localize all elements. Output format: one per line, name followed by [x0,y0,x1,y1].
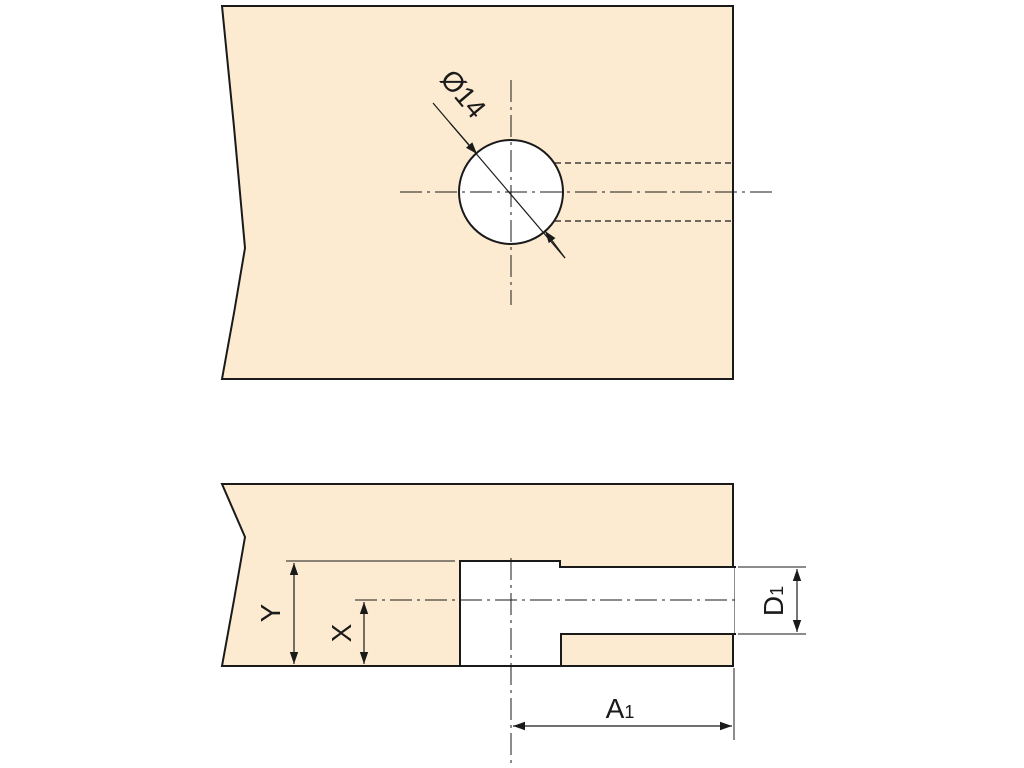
y-label: Y [255,603,286,622]
a1-label-subscript: 1 [624,702,634,722]
top-view: Ø14 [220,5,775,380]
d1-label-subscript: 1 [767,586,787,596]
side-view: Y X D1 A1 [220,483,806,765]
diameter-arrow-upper [449,122,478,155]
d1-label: D1 [758,586,789,616]
a1-label: A1 [606,693,635,724]
bore-recess [459,560,736,667]
diameter-arrow-lower [544,230,566,259]
a1-label-main: A [606,693,625,724]
x-label: X [326,623,357,642]
d1-label-main: D [758,596,789,616]
